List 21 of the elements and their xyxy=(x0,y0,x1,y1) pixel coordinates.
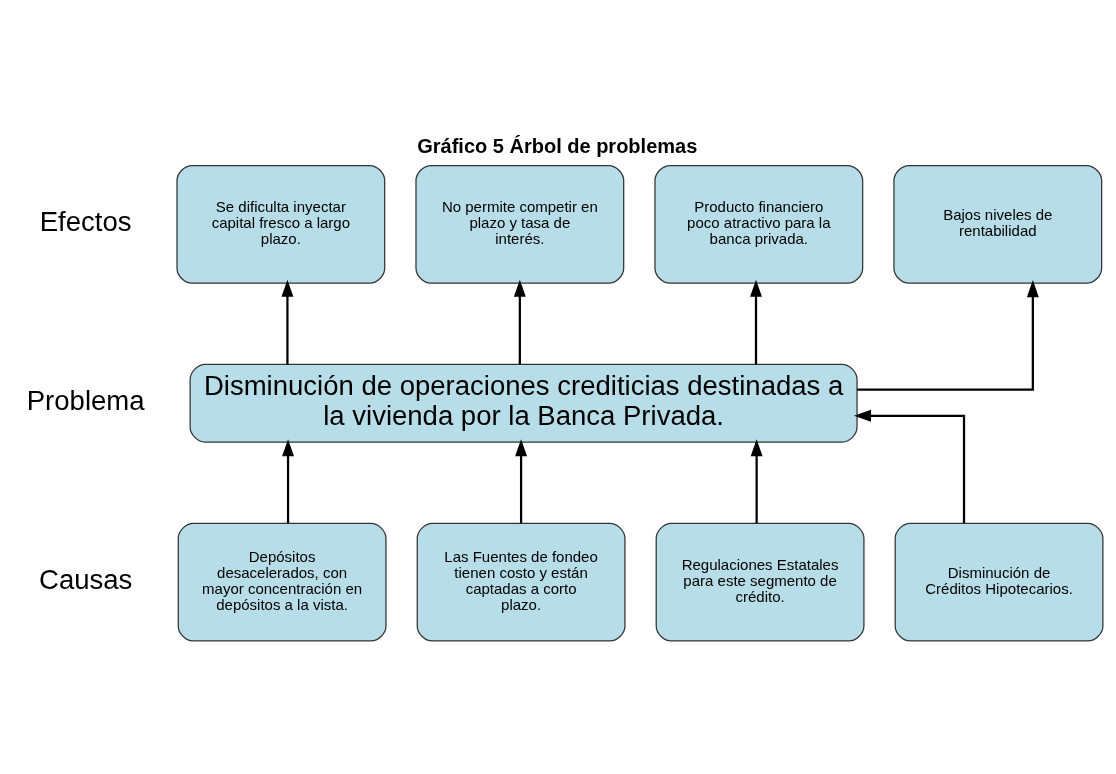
arrow xyxy=(857,280,1039,391)
arrow xyxy=(281,279,294,365)
label: Efectos xyxy=(39,206,132,238)
arrow xyxy=(282,439,294,524)
node-box: Las Fuentes de fondeo tienen costo y están captadas a corto plazo. xyxy=(416,522,626,642)
node-box: Producto financiero poco atractivo para la banca privada. xyxy=(654,164,864,284)
node-box: No permite competir en plazo y tasa de interés. xyxy=(415,164,625,284)
node-box: Se dificulta inyectar capital fresco a largo plazo. xyxy=(176,164,386,284)
label: Causas xyxy=(39,564,133,596)
diagram-title: Gráfico 5 Árbol de problemas xyxy=(417,134,698,157)
arrow xyxy=(750,439,763,524)
label: Problema xyxy=(26,385,145,417)
arrow xyxy=(854,409,966,524)
node-box: Bajos niveles de rentabilidad xyxy=(893,164,1103,284)
node-box: Regulaciones Estatales para este segmento de crédito. xyxy=(655,522,865,642)
arrow xyxy=(750,279,762,365)
arrow xyxy=(515,439,528,524)
node-box: Depósitos desacelerados, con mayor concentración en depósitos a la vista. xyxy=(177,522,387,642)
node-box: Disminución de operaciones crediticias destinadas a la vivienda por la Banca Privada. xyxy=(189,363,858,443)
arrow xyxy=(513,279,526,365)
node-box: Disminución de Créditos Hipotecarios. xyxy=(894,522,1104,642)
